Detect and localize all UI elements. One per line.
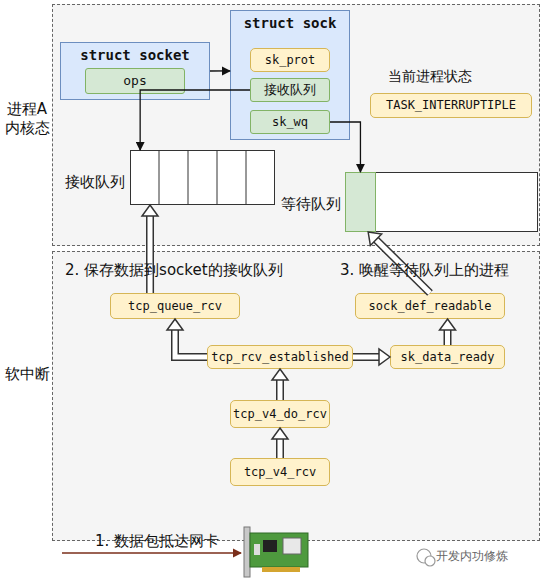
kernel-band: 进程A 内核态struct socketopsstruct socksk_pro… [52,4,540,246]
node-text: tcp_v4_rcv [231,459,329,485]
field-box: 接收队列 [250,78,330,102]
node-text: 等待队列 [279,195,341,215]
node-text: 软中断 [3,365,51,387]
queue-box: 等待队列 [345,172,538,232]
state-heading: 当前进程状态 [388,68,528,86]
step-note: 1. 数据包抵达网卡 [95,532,245,551]
field-box: ops [85,68,185,94]
function-box: tcp_rcv_established [207,345,353,369]
node-text: sk_wq [251,111,329,133]
function-box: tcp_v4_rcv [230,458,330,486]
node-text: tcp_v4_do_rcv [231,401,329,427]
node-text: ops [86,69,184,93]
nic-connector [262,567,300,572]
node-text: tcp_queue_rcv [111,294,239,318]
function-box: sk_data_ready [390,345,505,369]
function-box: tcp_v4_do_rcv [230,400,330,428]
node-text: sock_def_readable [356,294,504,318]
node-text: sk_data_ready [391,346,504,368]
function-box: tcp_queue_rcv [110,293,240,319]
watermark-icon-ring [425,556,435,566]
function-box: sock_def_readable [355,293,505,319]
node-text: 进程A 内核态 [3,100,51,140]
watermark-icon [417,549,435,566]
nic-chip [263,540,277,552]
node-text: tcp_rcv_established [208,346,352,368]
struct-box: struct socket ops [60,42,210,100]
softirq-band: 软中断tcp_queue_rcvsock_def_readabletcp_rcv… [52,251,540,541]
node-text: 接收队列 [251,79,329,101]
watermark: 开发内功修炼 [436,549,536,564]
struct-box: struct sock sk_prot 接收队列 sk_wq [230,10,350,140]
field-box: sk_wq [250,110,330,134]
queue-box: 接收队列 [130,150,275,205]
node-text: struct socket [61,47,209,65]
field-box: sk_prot [250,48,330,72]
step-note: 2. 保存数据到socket的接收队列 [65,261,335,280]
input-arrow [62,552,241,553]
step-note: 3. 唤醒等待队列上的进程 [340,261,540,280]
node-text: TASK_INTERRUPTIPLE [371,94,531,117]
node-text: struct sock [231,15,349,33]
node-text: sk_prot [251,49,329,71]
node-text: 接收队列 [63,173,125,193]
nic-port [254,544,260,555]
state-box: TASK_INTERRUPTIPLE [370,93,532,118]
watermark-icon-ring [417,549,431,563]
